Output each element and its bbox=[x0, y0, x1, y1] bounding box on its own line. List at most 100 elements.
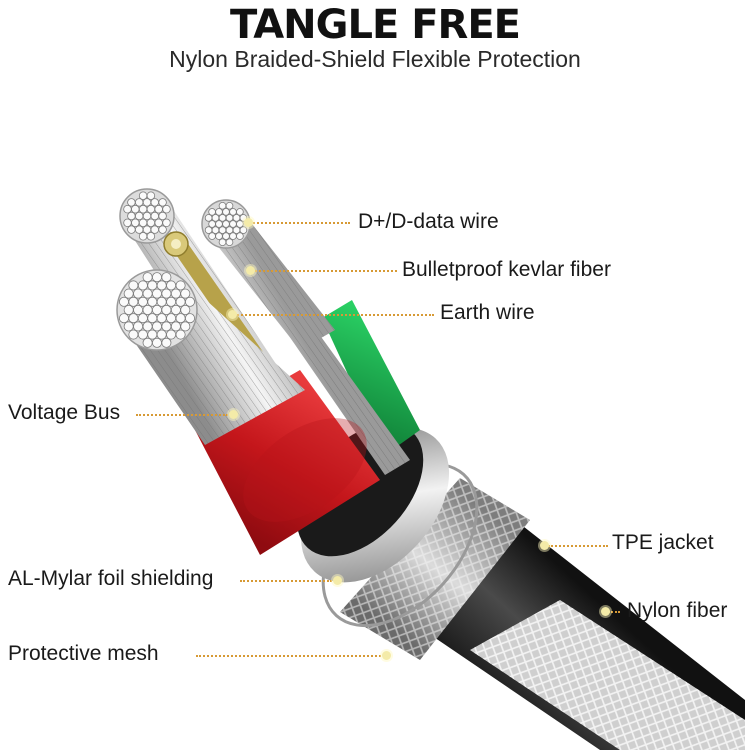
strand-end bbox=[218, 202, 227, 210]
strand-end bbox=[161, 321, 172, 332]
strand-end bbox=[123, 218, 132, 227]
strand-end bbox=[154, 218, 163, 227]
strand-end bbox=[127, 198, 136, 207]
earth-marker bbox=[228, 310, 237, 319]
strand-end bbox=[156, 280, 167, 291]
strand-end bbox=[146, 204, 156, 214]
nylon-marker bbox=[601, 607, 610, 616]
strand-end bbox=[215, 220, 223, 228]
strand-end bbox=[131, 204, 140, 214]
strand-end bbox=[146, 218, 156, 227]
strand-end bbox=[128, 280, 139, 291]
strand-end bbox=[131, 218, 140, 227]
strand-end bbox=[133, 304, 144, 315]
strand-end bbox=[161, 337, 172, 348]
strand-end bbox=[133, 288, 144, 299]
strand-end bbox=[218, 238, 227, 247]
strand-end bbox=[147, 329, 158, 340]
strand-end bbox=[142, 198, 152, 207]
strand-end bbox=[215, 232, 223, 240]
strand-end bbox=[225, 238, 234, 247]
voltage-bus-end bbox=[116, 269, 198, 351]
strand-end bbox=[239, 226, 248, 234]
mesh-leader bbox=[196, 655, 381, 657]
strand-end bbox=[142, 304, 153, 315]
strand-end bbox=[137, 329, 148, 340]
strand-end bbox=[158, 198, 167, 207]
strand-end bbox=[142, 211, 152, 221]
foil-marker bbox=[333, 576, 342, 585]
tpe-marker bbox=[540, 541, 549, 550]
strand-end bbox=[218, 214, 227, 222]
strand-end bbox=[229, 220, 237, 228]
strand-end bbox=[180, 288, 191, 299]
strand-end bbox=[158, 225, 167, 234]
strand-end bbox=[147, 296, 158, 307]
strand-end bbox=[156, 313, 167, 324]
strand-end bbox=[142, 225, 152, 234]
strand-end bbox=[134, 225, 144, 234]
strand-end bbox=[137, 313, 148, 324]
strand-end bbox=[236, 220, 244, 228]
strand-end bbox=[225, 202, 234, 210]
strand-end bbox=[150, 198, 159, 207]
strand-end bbox=[158, 211, 167, 221]
strand-end bbox=[138, 232, 148, 241]
kevlar-leader bbox=[252, 270, 397, 272]
strand-end bbox=[123, 321, 134, 332]
strand-end bbox=[151, 321, 162, 332]
strand-end bbox=[156, 296, 167, 307]
strand-end bbox=[208, 232, 216, 240]
strand-end bbox=[236, 208, 244, 216]
strand-end bbox=[222, 232, 230, 240]
strand-end bbox=[128, 313, 139, 324]
strand-end bbox=[137, 280, 148, 291]
strand-end bbox=[154, 204, 163, 214]
strand-end bbox=[128, 329, 139, 340]
strand-end bbox=[180, 304, 191, 315]
strand-end bbox=[151, 304, 162, 315]
strand-end bbox=[236, 232, 244, 240]
data-wire-leader bbox=[250, 222, 350, 224]
strand-end bbox=[166, 296, 177, 307]
strand-end bbox=[175, 313, 186, 324]
foil-leader bbox=[240, 580, 332, 582]
nylon-leader bbox=[608, 611, 620, 613]
strand-end bbox=[127, 225, 136, 234]
tpe-leader bbox=[548, 545, 608, 547]
strand-end bbox=[211, 214, 220, 222]
green-insulation-shape bbox=[322, 300, 420, 455]
kevlar-label: Bulletproof kevlar fiber bbox=[402, 258, 611, 281]
strand-end bbox=[184, 313, 195, 324]
subheadline: Nylon Braided-Shield Flexible Protection bbox=[169, 46, 581, 72]
strand-end bbox=[142, 321, 153, 332]
nylon-label: Nylon fiber bbox=[627, 599, 728, 622]
strand-end bbox=[123, 204, 132, 214]
data-wire-label: D+/D-data wire bbox=[358, 210, 499, 233]
strand-end bbox=[134, 211, 144, 221]
voltage-label: Voltage Bus bbox=[8, 401, 121, 424]
strand-end bbox=[166, 313, 177, 324]
voltage-marker bbox=[229, 410, 238, 419]
strand-end bbox=[184, 296, 195, 307]
strand-end bbox=[134, 198, 144, 207]
strand-end bbox=[175, 329, 186, 340]
mesh-marker bbox=[382, 651, 391, 660]
strand-end bbox=[146, 232, 156, 241]
strand-end bbox=[138, 218, 148, 227]
foil-label: AL-Mylar foil shielding bbox=[8, 567, 214, 590]
strand-end bbox=[119, 296, 130, 307]
strand-end bbox=[225, 214, 234, 222]
strand-end bbox=[180, 321, 191, 332]
strand-end bbox=[142, 272, 153, 283]
strand-end bbox=[162, 218, 171, 227]
strand-end bbox=[166, 329, 177, 340]
strand-end bbox=[142, 288, 153, 299]
strand-end bbox=[204, 214, 213, 222]
strand-end bbox=[222, 220, 230, 228]
strand-end bbox=[150, 211, 159, 221]
strand-end bbox=[128, 296, 139, 307]
strand-end bbox=[170, 321, 181, 332]
strand-end bbox=[151, 272, 162, 283]
